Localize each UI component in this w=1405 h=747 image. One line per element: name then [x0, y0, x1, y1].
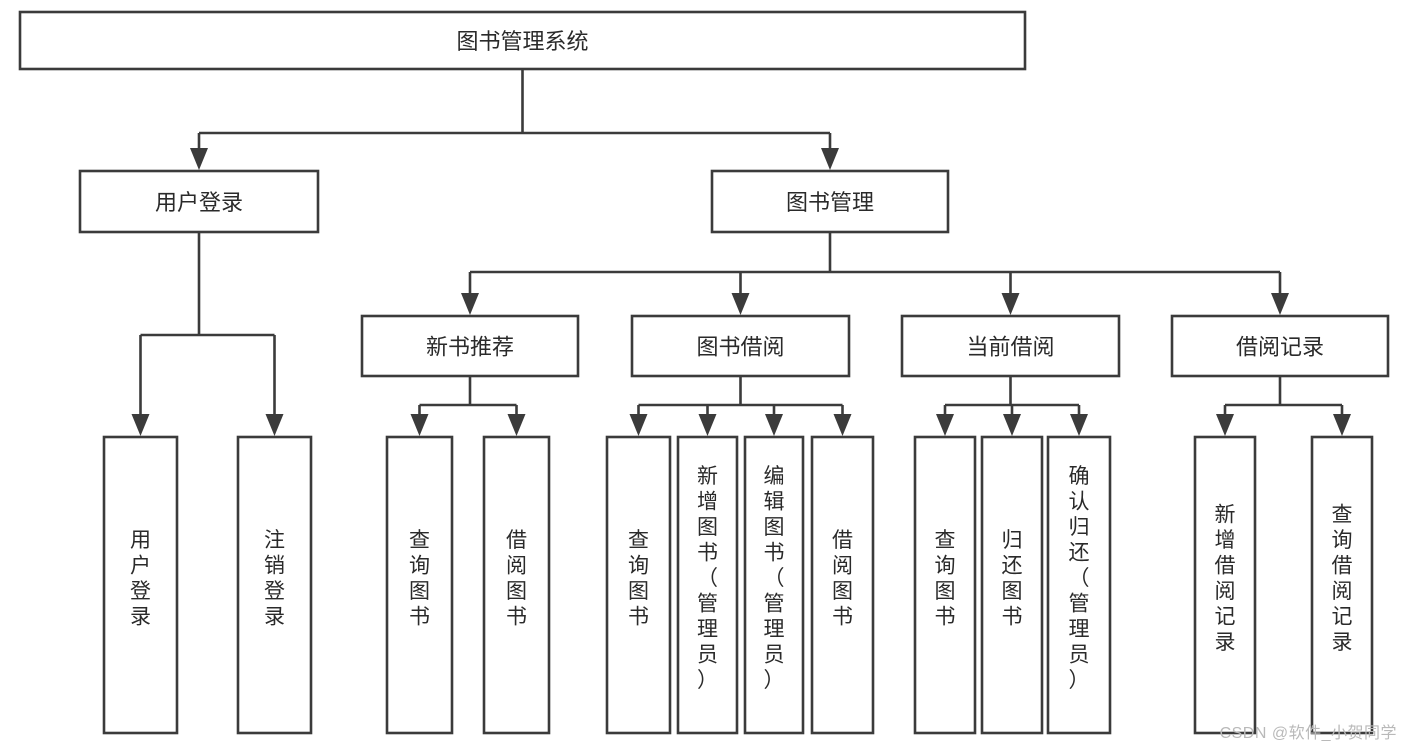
arrow-head-leaf-borrow-borrow-book — [833, 414, 852, 436]
arrow-head-leaf-record-query — [1333, 414, 1351, 436]
node-box-leaf-borrow-edit-book[interactable] — [743, 435, 805, 735]
node-leaf-user-login[interactable]: 用户登录 — [102, 435, 179, 735]
arrow-head-leaf-borrow-query-book — [629, 414, 648, 436]
arrow-head-book-borrow — [731, 293, 750, 315]
arrow-head-book-manage — [821, 148, 839, 170]
node-leaf-user-logout[interactable]: 注销登录 — [236, 435, 313, 735]
arrow-head-leaf-borrow-add-book — [698, 414, 717, 436]
node-label-leaf-current-query-book: 查询图书 — [935, 529, 956, 629]
node-label-leaf-borrow-add-book: 新增图书（管理员） — [697, 465, 718, 692]
node-box-leaf-rec-borrow-book[interactable] — [482, 435, 551, 735]
nodes-layer: 图书管理系统用户登录图书管理新书推荐图书借阅当前借阅借阅记录用户登录注销登录查询… — [18, 10, 1390, 735]
node-label-leaf-current-confirm-return: 确认归还（管理员） — [1069, 465, 1090, 692]
node-book-borrow[interactable]: 图书借阅 — [630, 314, 851, 378]
node-label-book-borrow: 图书借阅 — [696, 335, 784, 360]
node-user-login[interactable]: 用户登录 — [78, 169, 320, 234]
node-leaf-current-confirm-return[interactable]: 确认归还（管理员） — [1046, 435, 1112, 735]
arrow-head-user-login — [190, 148, 208, 170]
node-box-new-book-rec[interactable] — [360, 314, 580, 378]
node-box-leaf-current-return-book[interactable] — [980, 435, 1044, 735]
watermark-label: CSDN @软件_小贺同学 — [1219, 725, 1397, 742]
node-label-leaf-rec-borrow-book: 借阅图书 — [506, 529, 527, 629]
node-leaf-borrow-borrow-book[interactable]: 借阅图书 — [810, 435, 875, 735]
node-label-leaf-current-return-book: 归还图书 — [1002, 529, 1023, 629]
node-label-borrow-record: 借阅记录 — [1236, 335, 1324, 360]
node-label-leaf-user-logout: 注销登录 — [264, 529, 285, 629]
node-label-leaf-rec-query-book: 查询图书 — [409, 529, 430, 629]
arrow-head-leaf-user-logout — [265, 414, 284, 436]
node-label-leaf-borrow-query-book: 查询图书 — [628, 529, 649, 629]
node-box-book-manage[interactable] — [710, 169, 950, 234]
node-box-leaf-user-login[interactable] — [102, 435, 179, 735]
node-box-current-borrow[interactable] — [900, 314, 1121, 378]
node-leaf-current-query-book[interactable]: 查询图书 — [913, 435, 977, 735]
arrow-head-current-borrow — [1001, 293, 1020, 315]
node-new-book-rec[interactable]: 新书推荐 — [360, 314, 580, 378]
node-leaf-borrow-query-book[interactable]: 查询图书 — [605, 435, 672, 735]
arrow-head-leaf-record-add — [1216, 414, 1234, 436]
node-leaf-record-add[interactable]: 新增借阅记录 — [1193, 435, 1257, 735]
node-box-borrow-record[interactable] — [1170, 314, 1390, 378]
arrow-head-borrow-record — [1271, 293, 1289, 315]
arrow-head-leaf-current-query-book — [936, 414, 954, 436]
node-label-leaf-borrow-borrow-book: 借阅图书 — [832, 529, 853, 629]
node-borrow-record[interactable]: 借阅记录 — [1170, 314, 1390, 378]
node-box-leaf-borrow-query-book[interactable] — [605, 435, 672, 735]
node-box-leaf-current-confirm-return[interactable] — [1046, 435, 1112, 735]
arrow-head-new-book-rec — [461, 293, 479, 315]
node-box-leaf-record-add[interactable] — [1193, 435, 1257, 735]
node-box-leaf-rec-query-book[interactable] — [385, 435, 454, 735]
node-label-leaf-record-add: 新增借阅记录 — [1215, 503, 1236, 654]
node-leaf-rec-query-book[interactable]: 查询图书 — [385, 435, 454, 735]
node-label-leaf-record-query: 查询借阅记录 — [1332, 503, 1353, 654]
arrow-head-leaf-user-login — [131, 414, 150, 436]
node-box-book-borrow[interactable] — [630, 314, 851, 378]
node-label-current-borrow: 当前借阅 — [966, 335, 1054, 360]
arrow-head-leaf-borrow-edit-book — [765, 414, 783, 436]
node-box-leaf-borrow-borrow-book[interactable] — [810, 435, 875, 735]
node-box-leaf-borrow-add-book[interactable] — [676, 435, 739, 735]
arrow-head-leaf-rec-query-book — [410, 414, 429, 436]
node-root[interactable]: 图书管理系统 — [18, 10, 1027, 71]
node-label-book-manage: 图书管理 — [786, 190, 874, 215]
node-box-root[interactable] — [18, 10, 1027, 71]
node-box-leaf-user-logout[interactable] — [236, 435, 313, 735]
node-leaf-current-return-book[interactable]: 归还图书 — [980, 435, 1044, 735]
node-leaf-rec-borrow-book[interactable]: 借阅图书 — [482, 435, 551, 735]
node-leaf-borrow-edit-book[interactable]: 编辑图书（管理员） — [743, 435, 805, 735]
node-leaf-borrow-add-book[interactable]: 新增图书（管理员） — [676, 435, 739, 735]
node-label-user-login: 用户登录 — [155, 190, 243, 215]
arrow-head-leaf-rec-borrow-book — [507, 414, 526, 436]
node-box-leaf-current-query-book[interactable] — [913, 435, 977, 735]
node-label-root: 图书管理系统 — [456, 29, 588, 54]
node-leaf-record-query[interactable]: 查询借阅记录 — [1310, 435, 1374, 735]
arrow-head-leaf-current-return-book — [1003, 414, 1021, 436]
node-book-manage[interactable]: 图书管理 — [710, 169, 950, 234]
node-current-borrow[interactable]: 当前借阅 — [900, 314, 1121, 378]
node-box-leaf-record-query[interactable] — [1310, 435, 1374, 735]
arrow-head-leaf-current-confirm-return — [1070, 414, 1088, 436]
node-box-user-login[interactable] — [78, 169, 320, 234]
node-label-leaf-user-login: 用户登录 — [130, 529, 151, 629]
node-label-leaf-borrow-edit-book: 编辑图书（管理员） — [764, 465, 785, 692]
node-label-new-book-rec: 新书推荐 — [426, 335, 514, 360]
connectors-layer — [131, 69, 1351, 436]
